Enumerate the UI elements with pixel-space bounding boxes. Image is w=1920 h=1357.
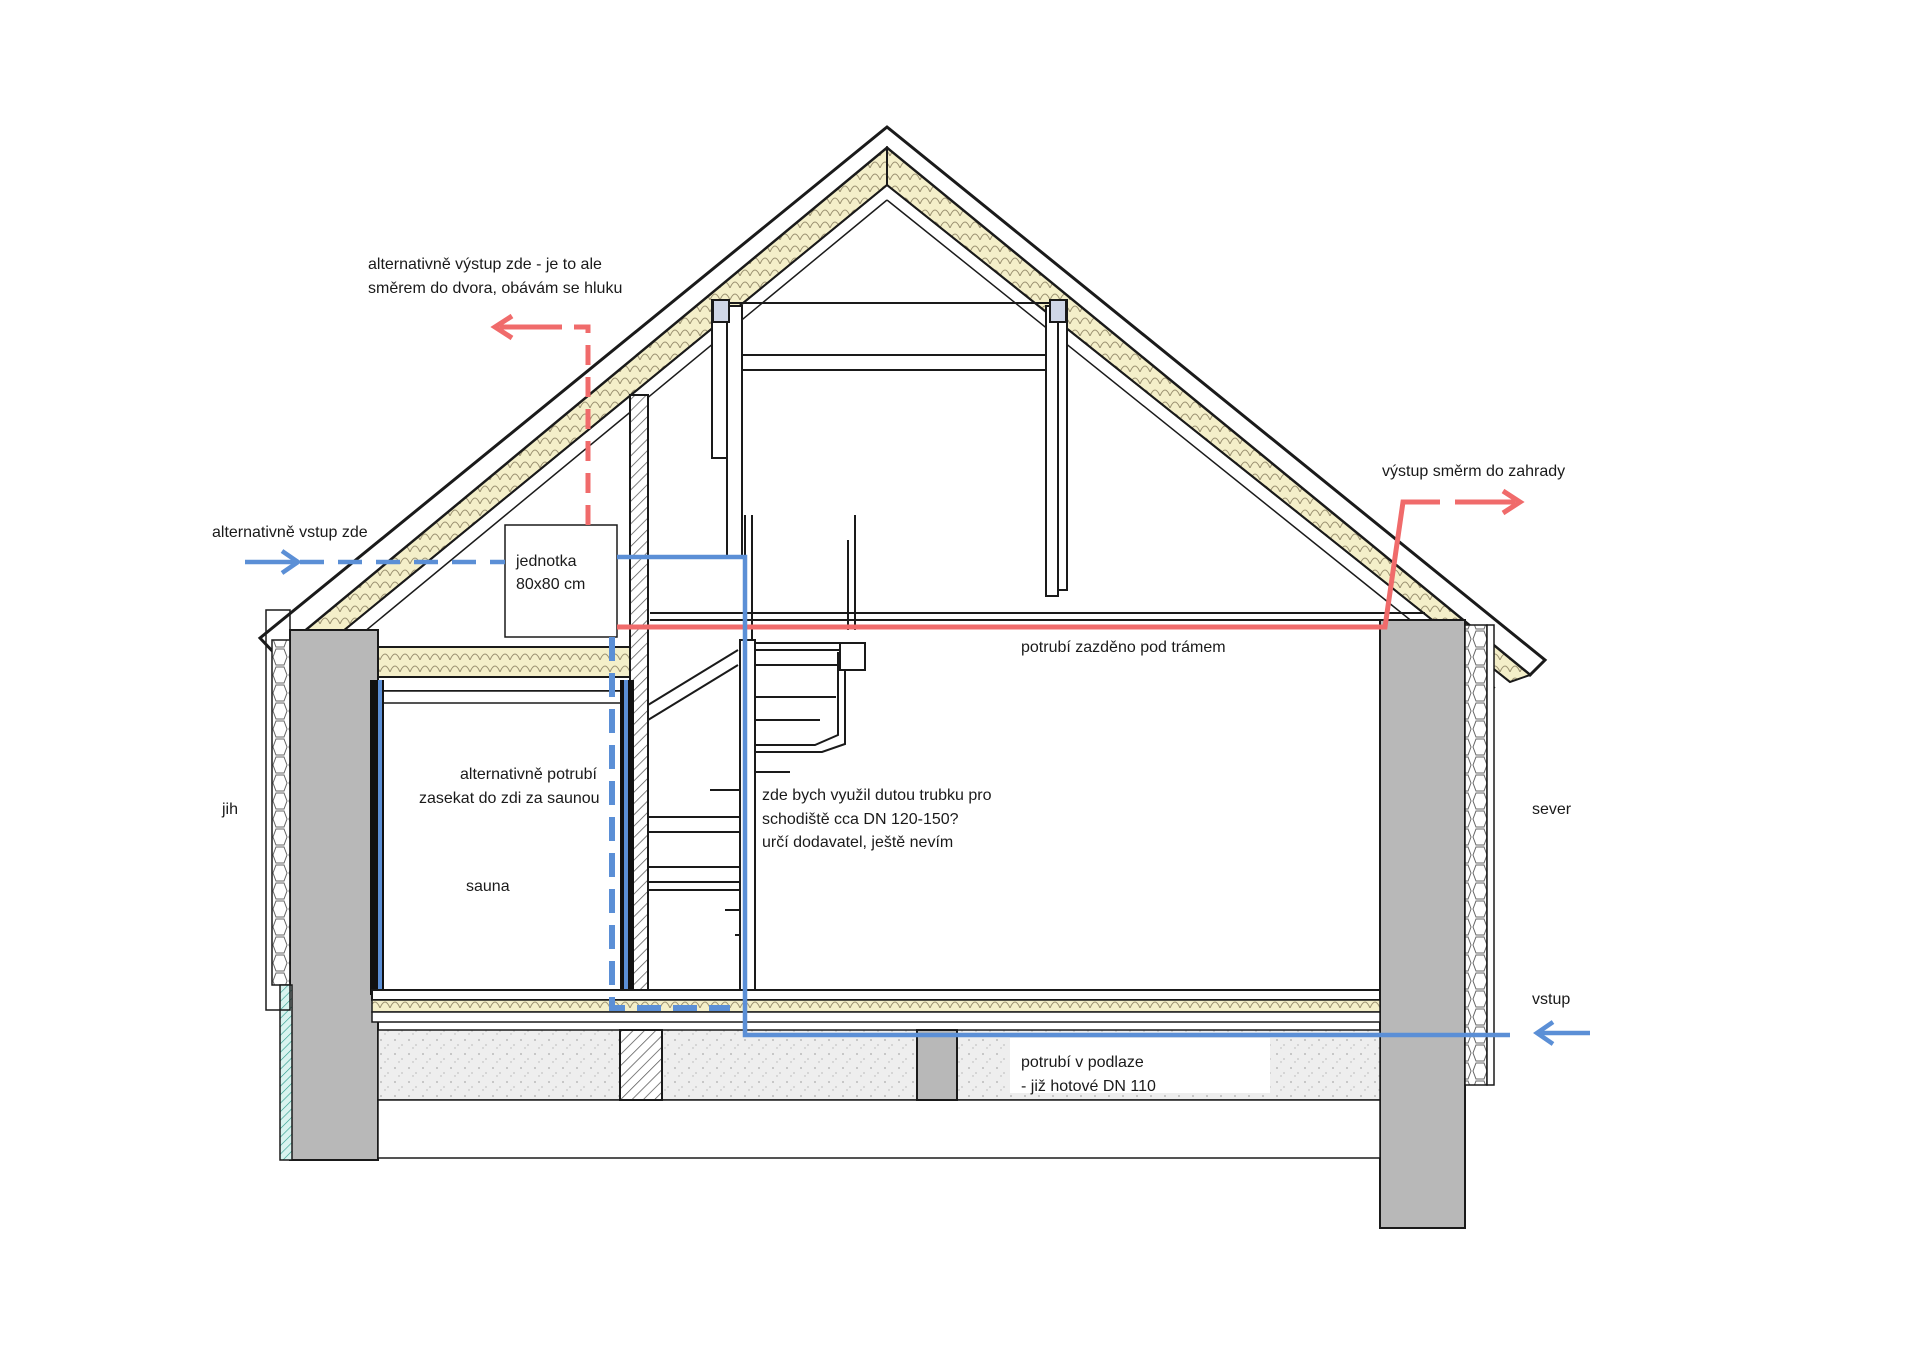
exhaust-pipe-alternative (555, 324, 591, 525)
exhaust-pipes (490, 313, 1525, 630)
attic-truss (650, 299, 1425, 621)
label-unit-1: jednotka (515, 553, 577, 570)
label-alt-exit-2: směrem do dvora, obávám se hluku (368, 280, 622, 297)
label-unit-2: 80x80 cm (516, 576, 585, 593)
roof-covering (257, 125, 1548, 678)
label-alt-pipe-2: zasekat do zdi za saunou (419, 790, 600, 807)
north-facade-insulation (1464, 624, 1488, 1086)
walls (265, 394, 1495, 1229)
floor-slab (371, 989, 1381, 1159)
supply-pipes (245, 549, 1590, 1046)
label-stair-3: určí dodavatel, ještě nevím (762, 834, 953, 851)
label-floor-2: - již hotové DN 110 (1021, 1078, 1156, 1095)
label-alt-pipe-1: alternativně potrubí (460, 766, 598, 783)
roof-insulation-right (886, 145, 1533, 684)
labels: alternativně výstup zde - je to ale směr… (212, 256, 1572, 1095)
label-floor-1: potrubí v podlaze (1021, 1054, 1144, 1071)
supply-pipe-alt-wall (609, 637, 730, 1011)
supply-pipe-main (617, 554, 1510, 1038)
label-under-beam: potrubí zazděno pod trámem (1021, 639, 1226, 656)
label-entry: vstup (1532, 991, 1570, 1008)
label-north: sever (1532, 801, 1572, 818)
south-wall (289, 629, 379, 1161)
label-stair-2: schodiště cca DN 120-150? (762, 811, 959, 828)
foundation-pier-mid (916, 1029, 958, 1101)
roof (257, 125, 1548, 689)
label-sauna: sauna (466, 878, 510, 895)
ventilation-unit (504, 524, 618, 638)
south-facade-insulation (271, 639, 291, 986)
exhaust-pipe-main (617, 499, 1440, 630)
supply-alt-arrow-head (280, 549, 302, 575)
label-alt-exit-1: alternativně výstup zde - je to ale (368, 256, 602, 273)
sauna-ceiling-insulation (371, 646, 631, 678)
foundation-pier-left (619, 1029, 663, 1101)
supply-entry-arrow-head (1533, 1020, 1555, 1046)
label-exit-garden: výstup směrm do zahrady (1382, 463, 1565, 480)
north-wall (1379, 619, 1466, 1229)
south-plinth-insulation (279, 984, 293, 1161)
label-south: jih (221, 801, 238, 818)
exhaust-alt-arrow-head (490, 313, 514, 341)
label-stair-1: zde bych využil dutou trubku pro (762, 787, 992, 804)
staircase (647, 515, 866, 1001)
label-alt-entry: alternativně vstup zde (212, 524, 368, 541)
exhaust-garden-arrow-head (1501, 488, 1525, 516)
